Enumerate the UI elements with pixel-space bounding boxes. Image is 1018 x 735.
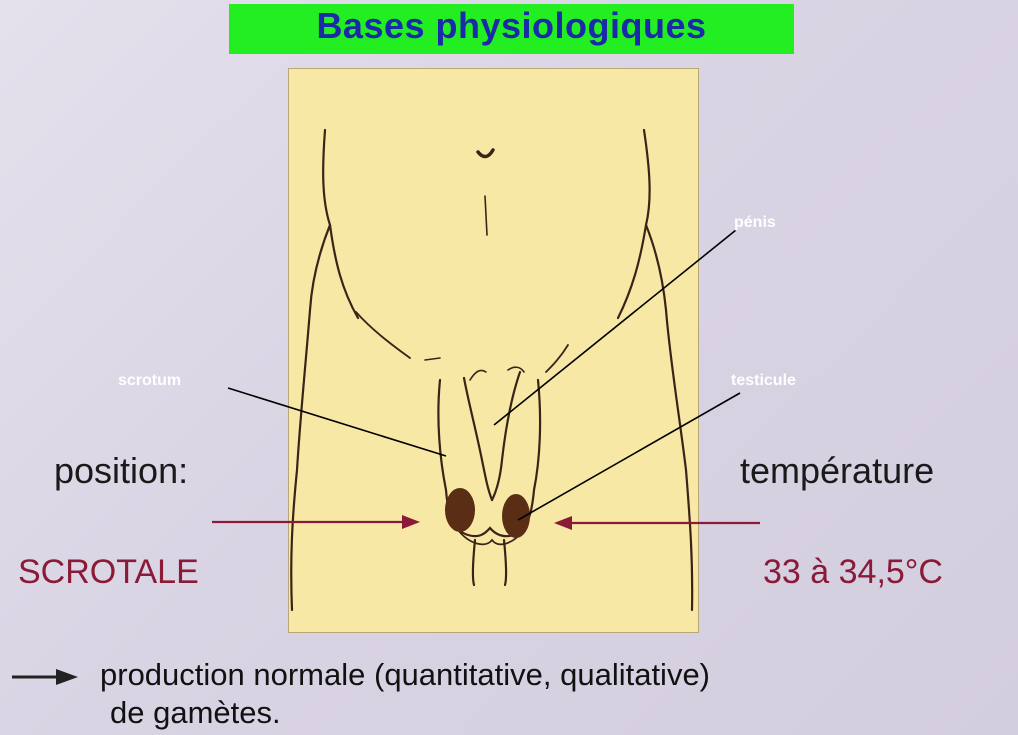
position-heading: position: bbox=[54, 450, 188, 492]
penis-label: pénis bbox=[734, 214, 776, 232]
testicule-label: testicule bbox=[731, 372, 796, 390]
navel-line bbox=[478, 150, 493, 157]
midline bbox=[485, 196, 487, 235]
scrotum-label: scrotum bbox=[118, 372, 181, 390]
conclusion-line-1: production normale (quantitative, qualit… bbox=[100, 656, 710, 694]
left-body-contour bbox=[291, 130, 330, 610]
penis-right bbox=[492, 372, 520, 500]
temperature-value: 33 à 34,5°C bbox=[763, 553, 943, 592]
temperature-heading: température bbox=[740, 450, 934, 492]
testicle-pointer-line bbox=[518, 393, 740, 520]
conclusion-line-2: de gamètes. bbox=[110, 694, 281, 732]
scrotum-pointer-line bbox=[228, 388, 446, 456]
conclusion-arrow-head bbox=[56, 669, 78, 685]
right-hip-line bbox=[618, 225, 646, 318]
position-value: SCROTALE bbox=[18, 553, 199, 592]
penis-pointer-line bbox=[494, 230, 736, 425]
inner-thigh-right bbox=[504, 540, 506, 585]
penis-tip-right bbox=[508, 367, 524, 372]
left-groin-crease bbox=[356, 312, 410, 358]
left-groin-mark bbox=[425, 358, 440, 360]
left-red-arrow-head bbox=[402, 515, 420, 529]
right-red-arrow-head bbox=[554, 516, 572, 530]
penis-left bbox=[464, 378, 492, 500]
left-testicle bbox=[445, 488, 475, 532]
right-body-contour bbox=[644, 130, 692, 610]
penis-tip-left bbox=[470, 370, 486, 380]
left-hip-line bbox=[330, 225, 358, 318]
inner-thigh-left bbox=[473, 540, 475, 585]
